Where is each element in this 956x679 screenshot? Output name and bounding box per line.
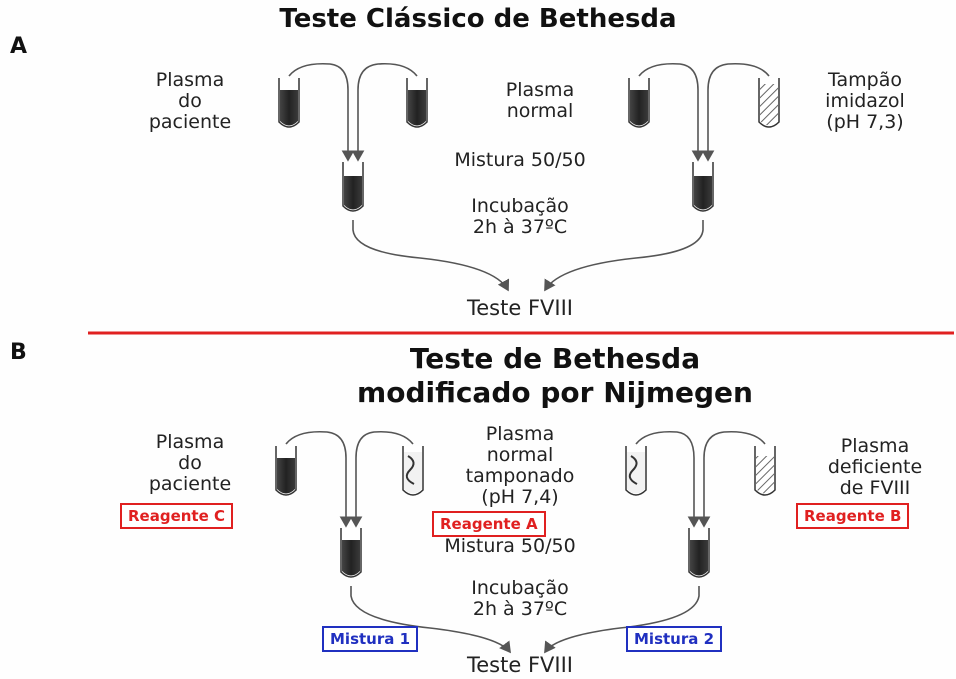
panel-b-letter: B: [10, 340, 27, 365]
label-test-b: Teste FVIII: [467, 653, 573, 677]
tube-deficient-plasma-b: [754, 446, 776, 496]
label-mixture-b: Mistura 50/50: [444, 535, 576, 557]
label-test-a: Teste FVIII: [467, 296, 573, 320]
mix-2-box: Mistura 2: [626, 626, 723, 652]
pipette-arrows-a: [288, 62, 770, 292]
tube-patient-plasma-a-2: [406, 78, 428, 128]
tube-mix-left-a: [342, 162, 364, 212]
reagent-a-box: Reagente A: [432, 511, 546, 537]
tube-patient-plasma-a: [278, 78, 300, 128]
panel-a-title: Teste Clássico de Bethesda: [279, 4, 677, 34]
tube-mix-right-a: [692, 162, 714, 212]
tube-buffered-normal-b-2: [625, 446, 647, 496]
tube-buffered-normal-b-1: [402, 446, 424, 496]
reagent-b-box: Reagente B: [796, 503, 910, 529]
label-mixture-a: Mistura 50/50: [454, 149, 586, 171]
tube-normal-plasma-a: [628, 78, 650, 128]
tube-mix-right-b: [688, 528, 710, 578]
tube-mix-left-b: [340, 528, 362, 578]
tube-patient-plasma-b: [275, 446, 297, 496]
pipette-arrows-b: [285, 430, 766, 654]
mix-1-box: Mistura 1: [322, 626, 419, 652]
panel-a-letter: A: [10, 34, 28, 59]
reagent-c-box: Reagente C: [120, 503, 234, 529]
tube-buffer-a: [758, 78, 780, 128]
